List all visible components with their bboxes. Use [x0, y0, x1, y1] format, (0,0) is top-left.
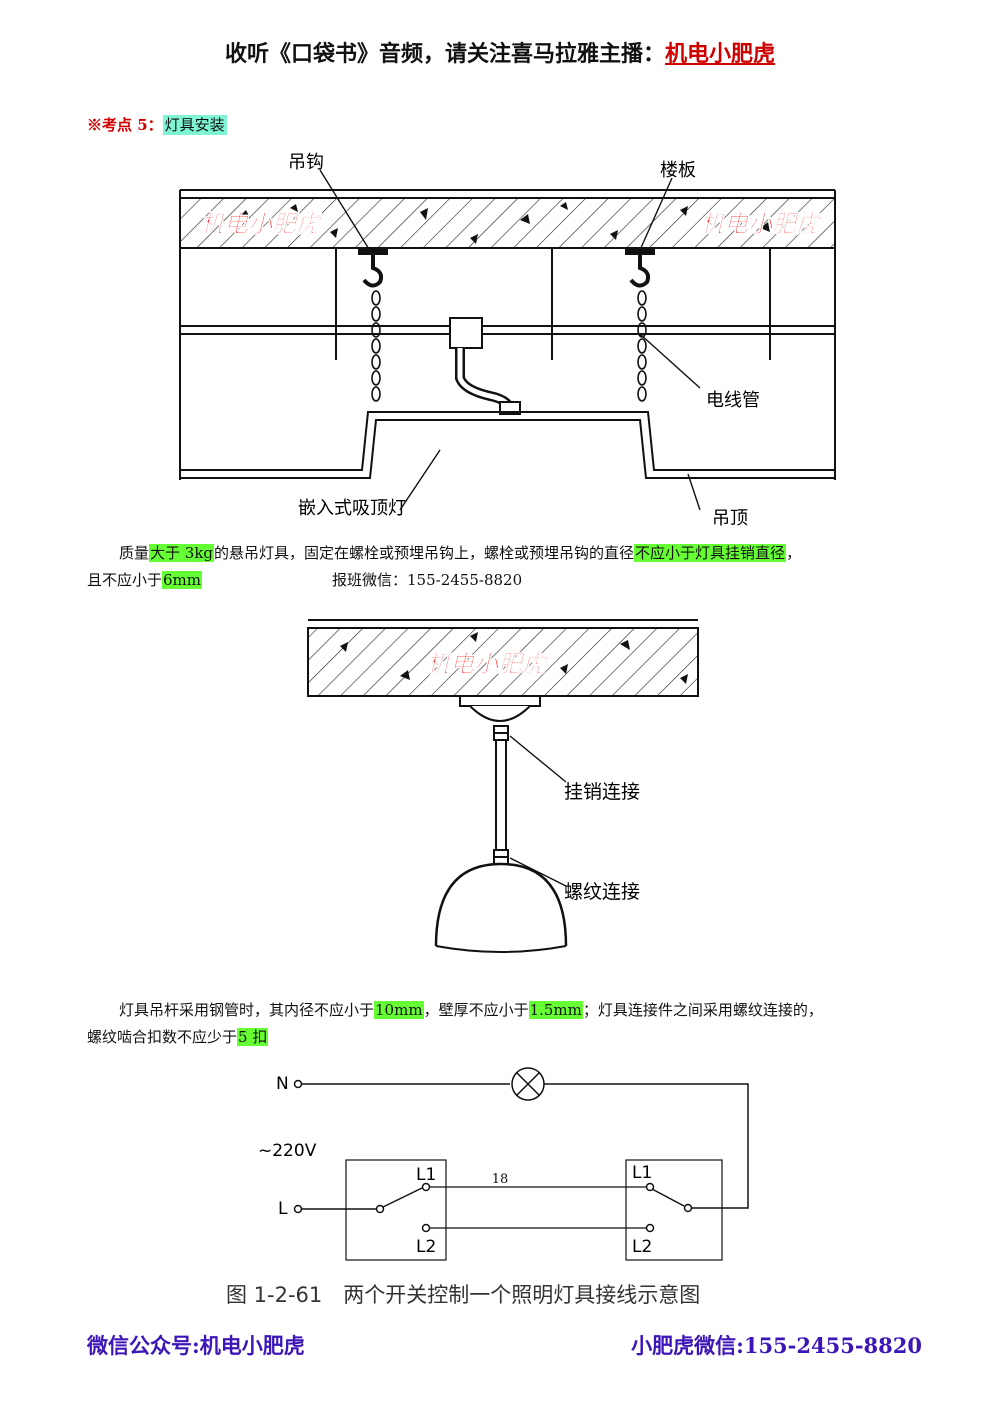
switch-box-right	[625, 1159, 723, 1261]
label-l2-left: L2	[416, 1237, 436, 1257]
chains	[371, 290, 647, 402]
drop-rods	[335, 248, 771, 360]
contact-wechat: 报班微信：155-2455-8820	[332, 571, 523, 589]
hook-left	[358, 248, 388, 288]
label-l: L	[278, 1199, 288, 1219]
leader-lines	[319, 169, 701, 511]
label-recessed-lamp: 嵌入式吸顶灯	[298, 498, 406, 519]
label-conduit: 电线管	[706, 390, 760, 411]
para2-text: 螺纹啮合扣数不应少于	[87, 1028, 238, 1046]
switch-box-left	[345, 1159, 447, 1261]
slab-hatch	[179, 197, 836, 249]
label-l2-right: L2	[632, 1237, 652, 1257]
footer-wechat-account: 微信公众号:机电小肥虎	[87, 1333, 305, 1358]
para1-text: 质量	[119, 544, 150, 562]
watermark: 机电小肥虎	[426, 650, 549, 678]
para1-text: 且不应小于	[87, 571, 163, 589]
slab-aggregate	[240, 202, 770, 244]
para1-highlight: 6mm	[162, 571, 203, 589]
paragraph-steel-rod: 灯具吊杆采用钢管时，其内径不应小于10mm，壁厚不应小于1.5mm；灯具连接件之…	[87, 997, 927, 1051]
para2-highlight: 5 扣	[237, 1028, 269, 1046]
label-hook: 吊钩	[288, 152, 324, 173]
paragraph-pendant-lamp: 质量大于 3kg的悬吊灯具，固定在螺栓或预埋吊钩上，螺栓或预埋吊钩的直径不应小于…	[87, 540, 927, 594]
figure-caption: 图 1-2-61 两个开关控制一个照明灯具接线示意图	[226, 1283, 700, 1307]
figure-pendant-lamp: 机电小肥虎 挂销连接 螺纹连接	[307, 619, 699, 953]
exam-point-label: ※考点 5：	[87, 116, 163, 134]
exam-point-title: 灯具安装	[162, 115, 227, 135]
label-ceiling: 吊顶	[712, 508, 748, 529]
hook-right	[625, 248, 655, 288]
canopy-plate	[459, 695, 541, 707]
lamp-symbol	[511, 1067, 545, 1101]
watermark: 机电小肥虎	[700, 210, 823, 238]
footer-wechat-contact: 小肥虎微信:155-2455-8820	[631, 1333, 922, 1358]
header-text: 收听《口袋书》音频，请关注喜马拉雅主播：	[224, 41, 665, 67]
lamp-shade	[434, 862, 568, 947]
para1-highlight: 大于 3kg	[149, 544, 215, 562]
page-number: 18	[491, 1172, 509, 1187]
label-pin-connection: 挂销连接	[564, 781, 640, 803]
para2-highlight: 1.5mm	[528, 1001, 583, 1019]
header-anchor-name: 机电小肥虎	[665, 41, 776, 67]
para1-text: ，	[786, 544, 802, 562]
para1-text: 的悬吊灯具，固定在螺栓或预埋吊钩上，螺栓或预埋吊钩的直径	[214, 544, 635, 562]
canopy	[469, 705, 531, 722]
figure-two-way-switch: N ~220V L L1 L2 L1 L2 图 1-2-61 两个开关控制一个照…	[226, 1067, 749, 1307]
steel-rod	[495, 739, 507, 851]
para2-highlight: 10mm	[374, 1001, 424, 1019]
label-slab: 楼板	[660, 160, 696, 181]
para2-text: ；灯具连接件之间采用螺纹连接的，	[582, 1001, 823, 1019]
para1-highlight: 不应小于灯具挂销直径	[634, 544, 787, 562]
exam-point-heading: ※考点 5：灯具安装	[87, 114, 227, 135]
page-header: 收听《口袋书》音频，请关注喜马拉雅主播：机电小肥虎	[0, 36, 1000, 68]
label-n: N	[276, 1074, 289, 1094]
label-l1-left: L1	[416, 1165, 436, 1185]
watermark: 机电小肥虎	[200, 210, 323, 238]
para2-text: 灯具吊杆采用钢管时，其内径不应小于	[119, 1001, 375, 1019]
label-voltage: ~220V	[258, 1141, 317, 1161]
label-l1-right: L1	[632, 1163, 652, 1183]
figure-recessed-lamp: 机电小肥虎 机电小肥虎 吊钩 楼板 电线管 嵌入式吸顶灯 吊顶	[179, 152, 836, 529]
para2-text: ，壁厚不应小于	[423, 1001, 529, 1019]
junction-box	[449, 317, 483, 349]
label-thread-connection: 螺纹连接	[564, 881, 640, 903]
recessed-lamp-body	[180, 411, 835, 471]
